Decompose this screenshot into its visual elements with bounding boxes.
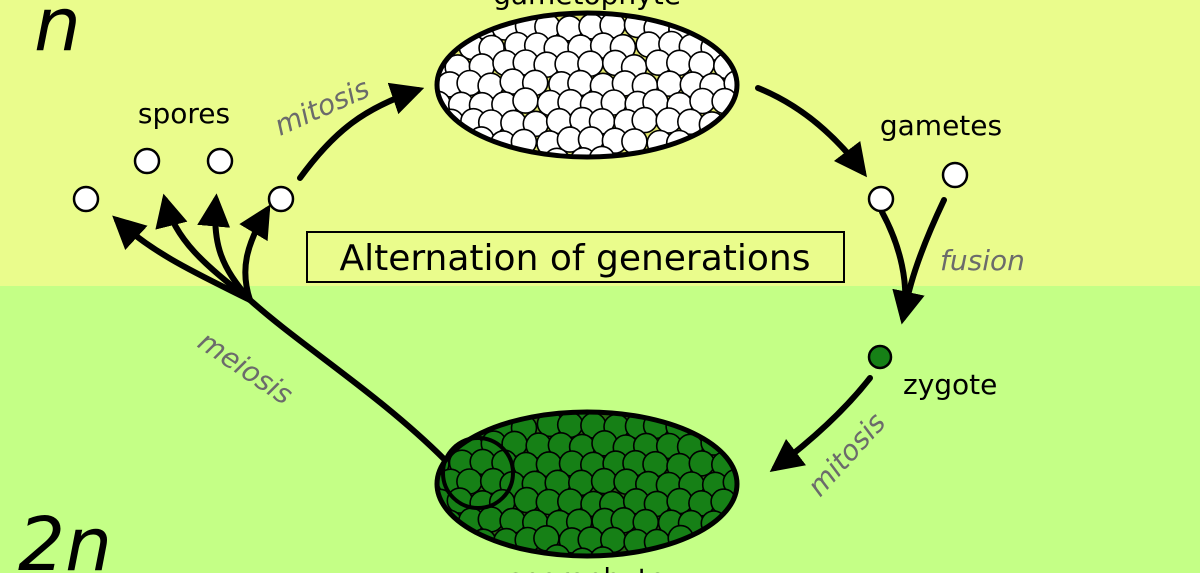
- gametophyte-structure: [434, 10, 740, 160]
- gametophyte-cell: [569, 147, 597, 157]
- gametophyte-label: gametophyte: [493, 0, 681, 11]
- spores-label: spores: [138, 97, 230, 130]
- sporophyte-cell: [590, 467, 618, 495]
- gametes: [867, 161, 969, 213]
- spores: [72, 147, 295, 213]
- arrow-gametophyte-to-gametes: [755, 85, 867, 178]
- arrows: [112, 82, 947, 472]
- sporophyte-label: sporophyte: [508, 562, 666, 573]
- spore-2: [133, 147, 161, 175]
- arrow-meiosis-branch-1: [112, 215, 253, 303]
- meiosis-origin-ring: [441, 436, 515, 510]
- zygote-label: zygote: [903, 368, 997, 401]
- arrow-sporophyte-to-meiosis-stem: [247, 297, 448, 463]
- arrow-meiosis-branch-4: [239, 204, 271, 303]
- title-box: Alternation of generations: [306, 231, 845, 283]
- arrow-spore-to-gametophyte: [297, 82, 425, 181]
- sporophyte-structure: [434, 409, 740, 559]
- spore-1: [72, 185, 100, 213]
- arrow-gamete-b-fusion: [902, 197, 947, 313]
- spore-3: [206, 147, 234, 175]
- gametophyte-cell: [512, 87, 539, 114]
- haploid-label: n: [34, 0, 81, 68]
- gametophyte-cell: [588, 145, 616, 157]
- diagram-title: Alternation of generations: [339, 238, 810, 279]
- sporophyte-cell: [543, 543, 571, 556]
- fusion-label: fusion: [940, 244, 1025, 277]
- gamete-1: [867, 185, 895, 213]
- arrow-meiosis-branch-3: [197, 193, 253, 303]
- arrow-meiosis-branch-2: [155, 193, 253, 303]
- gamete-2: [941, 161, 969, 189]
- zygote-cell: [867, 344, 893, 370]
- arrow-zygote-to-sporophyte: [769, 375, 873, 472]
- diploid-label: 2n: [18, 502, 112, 573]
- gametes-label: gametes: [880, 109, 1002, 142]
- spore-4: [267, 185, 295, 213]
